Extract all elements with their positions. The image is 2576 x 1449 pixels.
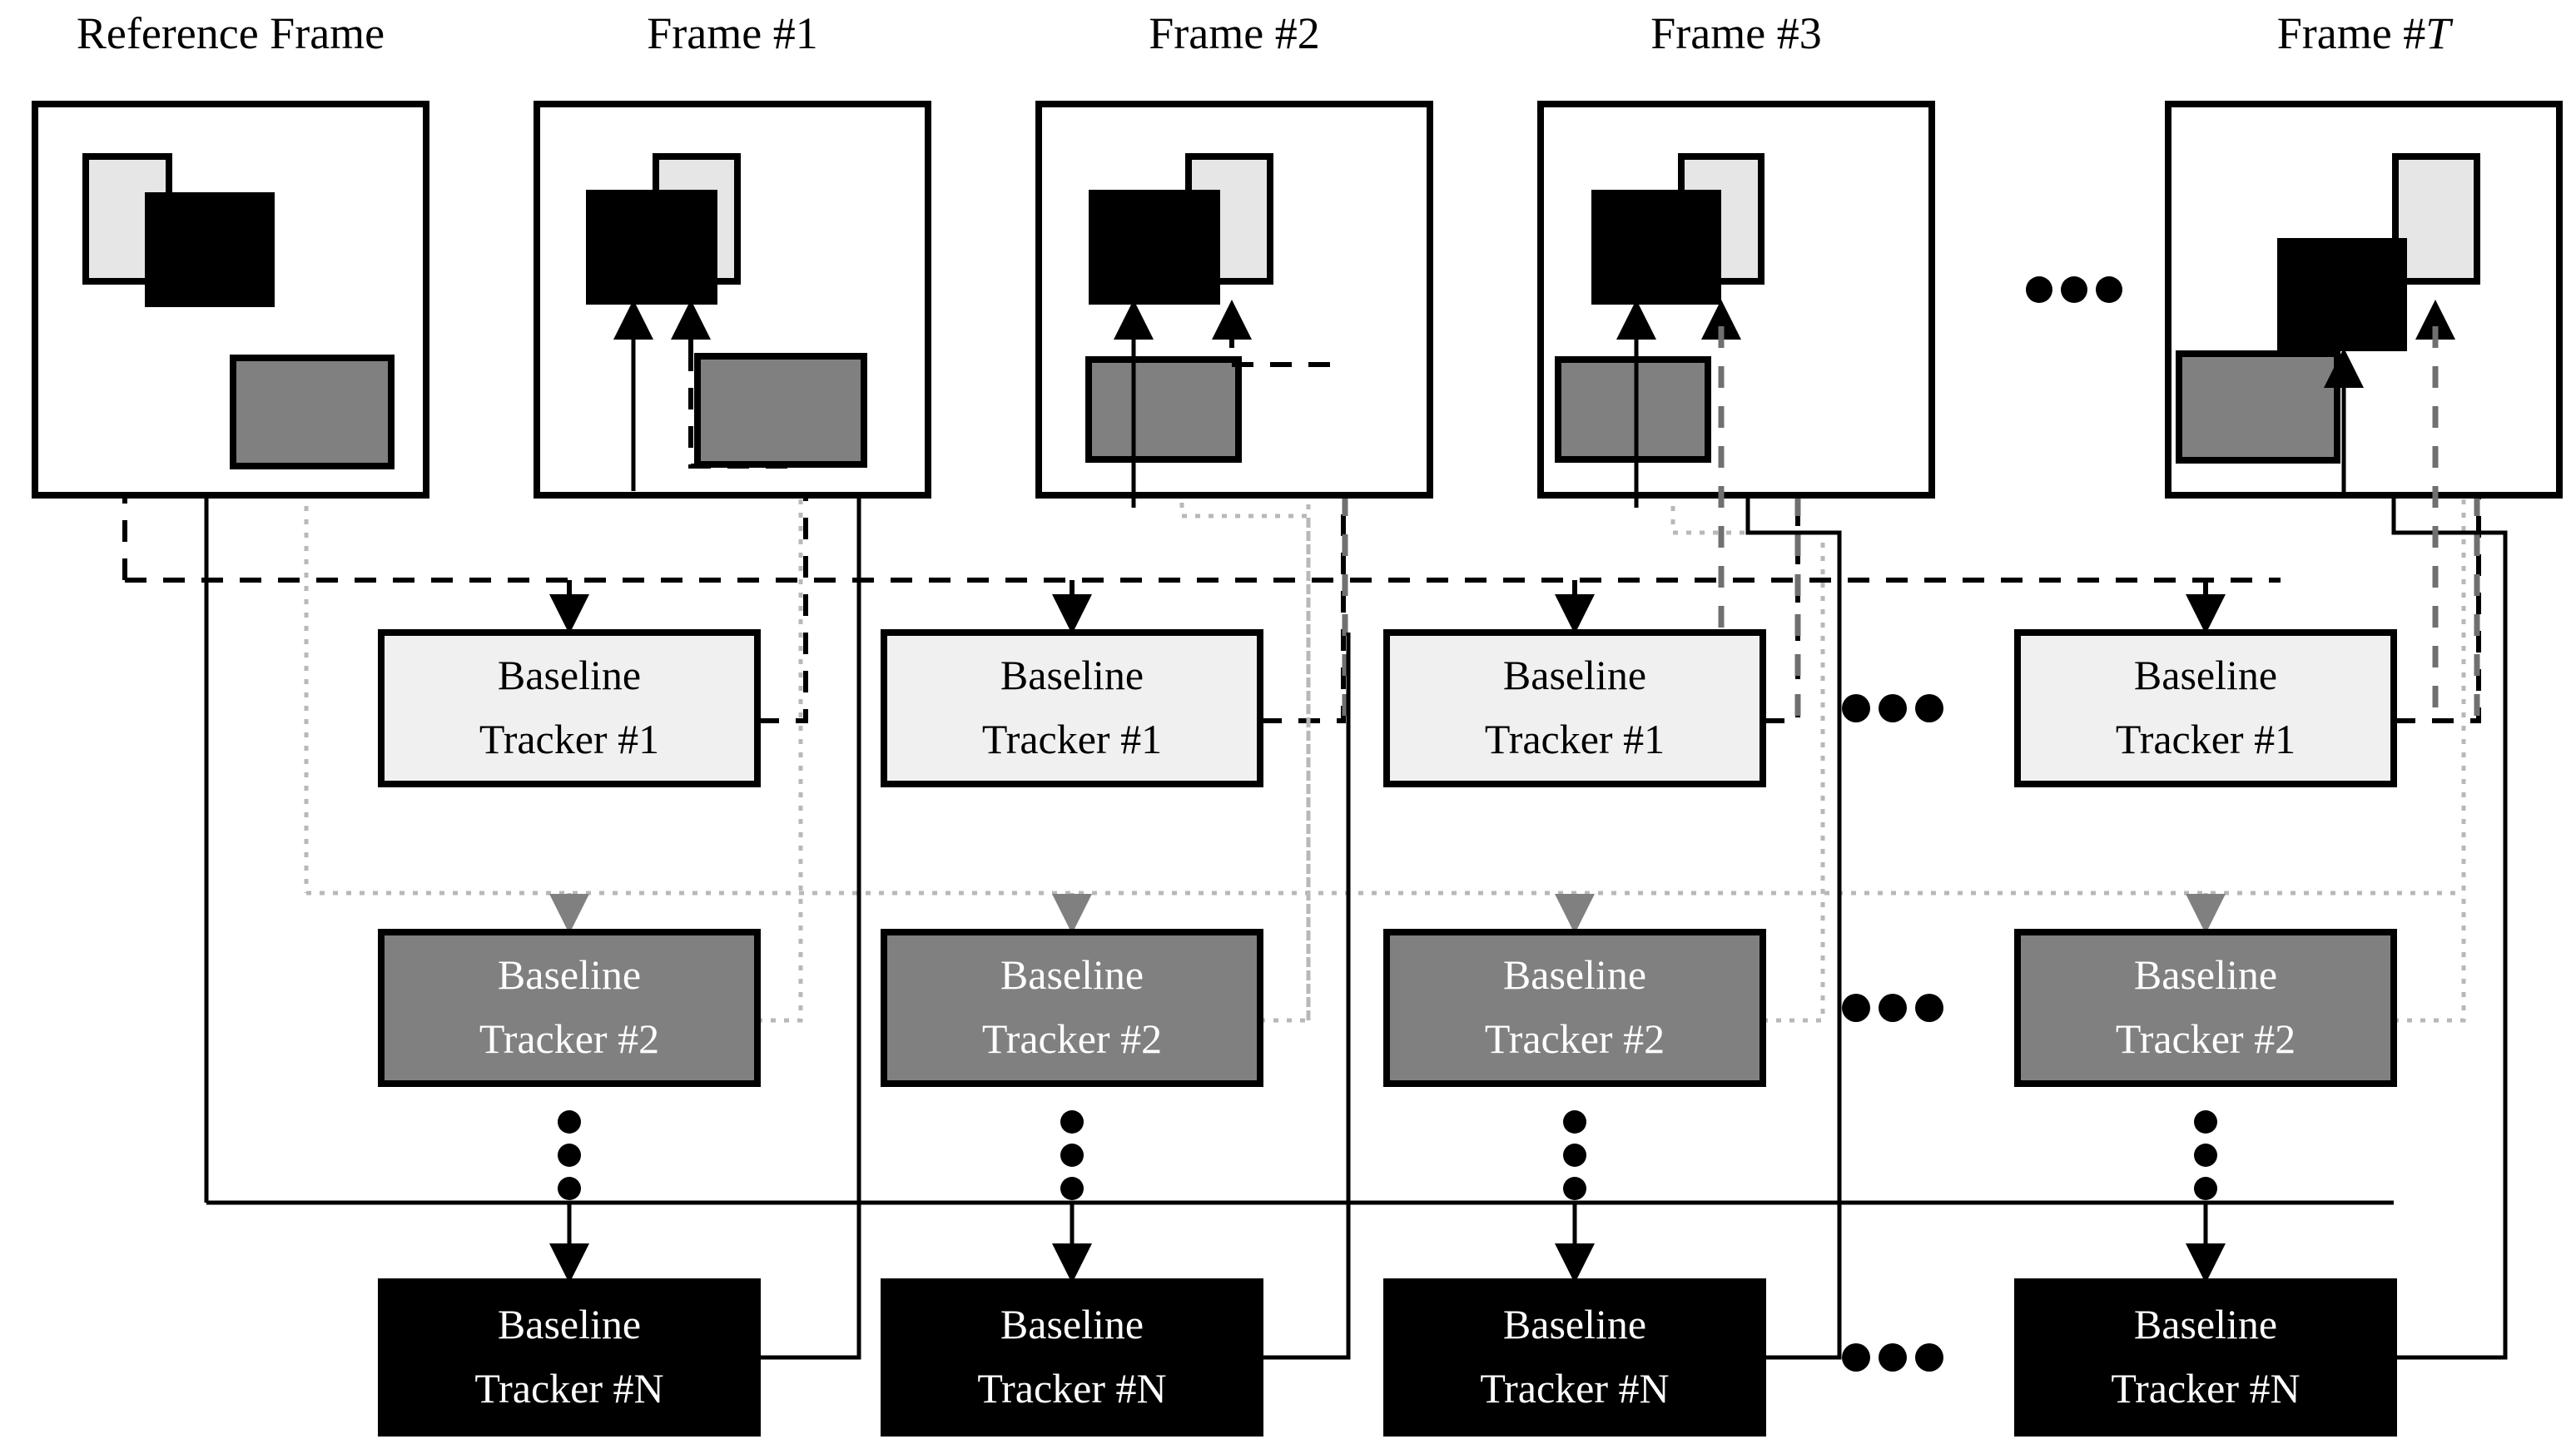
ellipsis-vertical-c1	[558, 1110, 581, 1200]
tracker-box-r1-c1[interactable]	[378, 629, 761, 787]
tracker-label-rN-c3-line2: Tracker #N	[1480, 1365, 1669, 1412]
tracker-box-r2-c3[interactable]	[1383, 929, 1766, 1087]
arrowhead-fT-black-in	[2324, 348, 2364, 388]
tracker-label-rN-c2-line1: Baseline	[1000, 1301, 1144, 1347]
object-light-frameT	[2392, 153, 2480, 285]
frame-title-frame2: Frame #2	[1149, 8, 1319, 58]
arrowhead-trackerN-c4	[2186, 1243, 2226, 1283]
tracker-label-r1-c4-line2: Tracker #1	[2116, 716, 2296, 762]
tracker-box-r1-c3[interactable]	[1383, 629, 1766, 787]
object-gray-frameT	[2176, 350, 2340, 464]
tracker-box-r2-c2[interactable]	[881, 929, 1263, 1087]
tracker-label-r1-c4-line1: Baseline	[2134, 652, 2277, 698]
arrowhead-f3-black-in	[1616, 300, 1656, 340]
tracker-label-r2-c3-line2: Tracker #2	[1485, 1015, 1665, 1062]
object-gray-frame3	[1555, 356, 1711, 463]
tracker-label-rN-c4-line1: Baseline	[2134, 1301, 2277, 1347]
ellipsis-vertical-c2	[1060, 1110, 1084, 1200]
arrowhead-tracker2-c4	[2186, 894, 2226, 934]
arrowhead-trackerN-c1	[549, 1243, 589, 1283]
tracker-label-rN-c1-line1: Baseline	[498, 1301, 641, 1347]
tracker-label-r2-c2-line2: Tracker #2	[982, 1015, 1162, 1062]
arrowhead-fT-light-in	[2415, 300, 2455, 340]
object-gray-frame1	[694, 353, 867, 468]
frame-title-frameT: Frame #T	[2277, 8, 2454, 58]
arrowhead-f3-light-in	[1701, 300, 1741, 340]
f1-light-dash-elbow	[688, 350, 796, 469]
tracker2-c2-out	[1260, 466, 1311, 1023]
arrowhead-tracker2-c3	[1555, 894, 1595, 934]
ellipsis-tracker-row1	[1842, 694, 1943, 722]
ellipsis-vertical-c4	[2194, 1110, 2217, 1200]
arrowhead-tracker1-c2	[1052, 594, 1092, 634]
tracker-label-r2-c4-line1: Baseline	[2134, 951, 2277, 998]
arrowhead-f1-black	[613, 300, 653, 340]
tracker-label-r1-c1-line1: Baseline	[498, 652, 641, 698]
arrowhead-f1-light	[671, 300, 711, 340]
tracker-label-r2-c2-line1: Baseline	[1000, 951, 1144, 998]
object-black-frame1	[586, 190, 717, 305]
frame-title-frame3: Frame #3	[1650, 8, 1821, 58]
arrowhead-tracker1-c3	[1555, 594, 1595, 634]
object-black-frame2	[1089, 190, 1220, 305]
trackerN-c2-out-stub	[1260, 633, 1351, 1360]
tracker-label-r2-c3-line1: Baseline	[1503, 951, 1646, 998]
frame-title-frame1: Frame #1	[647, 8, 817, 58]
arrowhead-f2-light-in	[1212, 300, 1252, 340]
arrowhead-f2-black-in	[1114, 300, 1154, 340]
arrowhead-trackerN-c3	[1555, 1243, 1595, 1283]
trackerN-c1-out	[757, 300, 861, 1360]
tracker-box-r2-c1[interactable]	[378, 929, 761, 1087]
ellipsis-tracker-rowN	[1842, 1343, 1943, 1372]
ellipsis-frame-row	[2026, 276, 2122, 303]
tracker-label-r2-c4-line2: Tracker #2	[2116, 1015, 2296, 1062]
ellipsis-tracker-row2	[1842, 994, 1943, 1022]
tracker-label-rN-c4-line2: Tracker #N	[2111, 1365, 2300, 1412]
tracker-box-rN-c3[interactable]	[1383, 1278, 1766, 1437]
tracker-label-r1-c2-line1: Baseline	[1000, 652, 1144, 698]
tracker-box-rN-c1[interactable]	[378, 1278, 761, 1437]
arrowhead-tracker2-c1	[549, 894, 589, 934]
tracker-box-r1-c2[interactable]	[881, 629, 1263, 787]
object-black-frameT	[2277, 238, 2407, 351]
tracker-label-r1-c1-line2: Tracker #1	[479, 716, 659, 762]
arrowhead-tracker1-c4	[2186, 594, 2226, 634]
arrowhead-trackerN-c2	[1052, 1243, 1092, 1283]
tracker-box-rN-c4[interactable]	[2014, 1278, 2397, 1437]
tracker-label-r1-c2-line2: Tracker #1	[982, 716, 1162, 762]
frame-title-reference: Reference Frame	[77, 8, 385, 58]
tracker-label-r1-c3-line1: Baseline	[1503, 652, 1646, 698]
object-gray-frame2	[1085, 356, 1242, 463]
object-black-reference	[145, 192, 275, 307]
ellipsis-vertical-c3	[1563, 1110, 1586, 1200]
tracker-label-r1-c3-line2: Tracker #1	[1485, 716, 1665, 762]
tracker-box-r2-c4[interactable]	[2014, 929, 2397, 1087]
tracker-label-r2-c1-line2: Tracker #2	[479, 1015, 659, 1062]
object-gray-reference	[230, 355, 395, 469]
tracker-label-r2-c1-line1: Baseline	[498, 951, 641, 998]
tracker-box-r1-c4[interactable]	[2014, 629, 2397, 787]
tracker-label-rN-c2-line2: Tracker #N	[977, 1365, 1166, 1412]
tracker-box-rN-c2[interactable]	[881, 1278, 1263, 1437]
arrowhead-tracker2-c2	[1052, 894, 1092, 934]
tracker2-c1-out	[757, 466, 803, 1023]
tracker-label-rN-c3-line1: Baseline	[1503, 1301, 1646, 1347]
object-black-frame3	[1591, 190, 1721, 305]
tracker-label-rN-c1-line2: Tracker #N	[474, 1365, 663, 1412]
tracker1-c3-out	[1763, 323, 1800, 723]
arrowhead-tracker1-c1	[549, 594, 589, 634]
